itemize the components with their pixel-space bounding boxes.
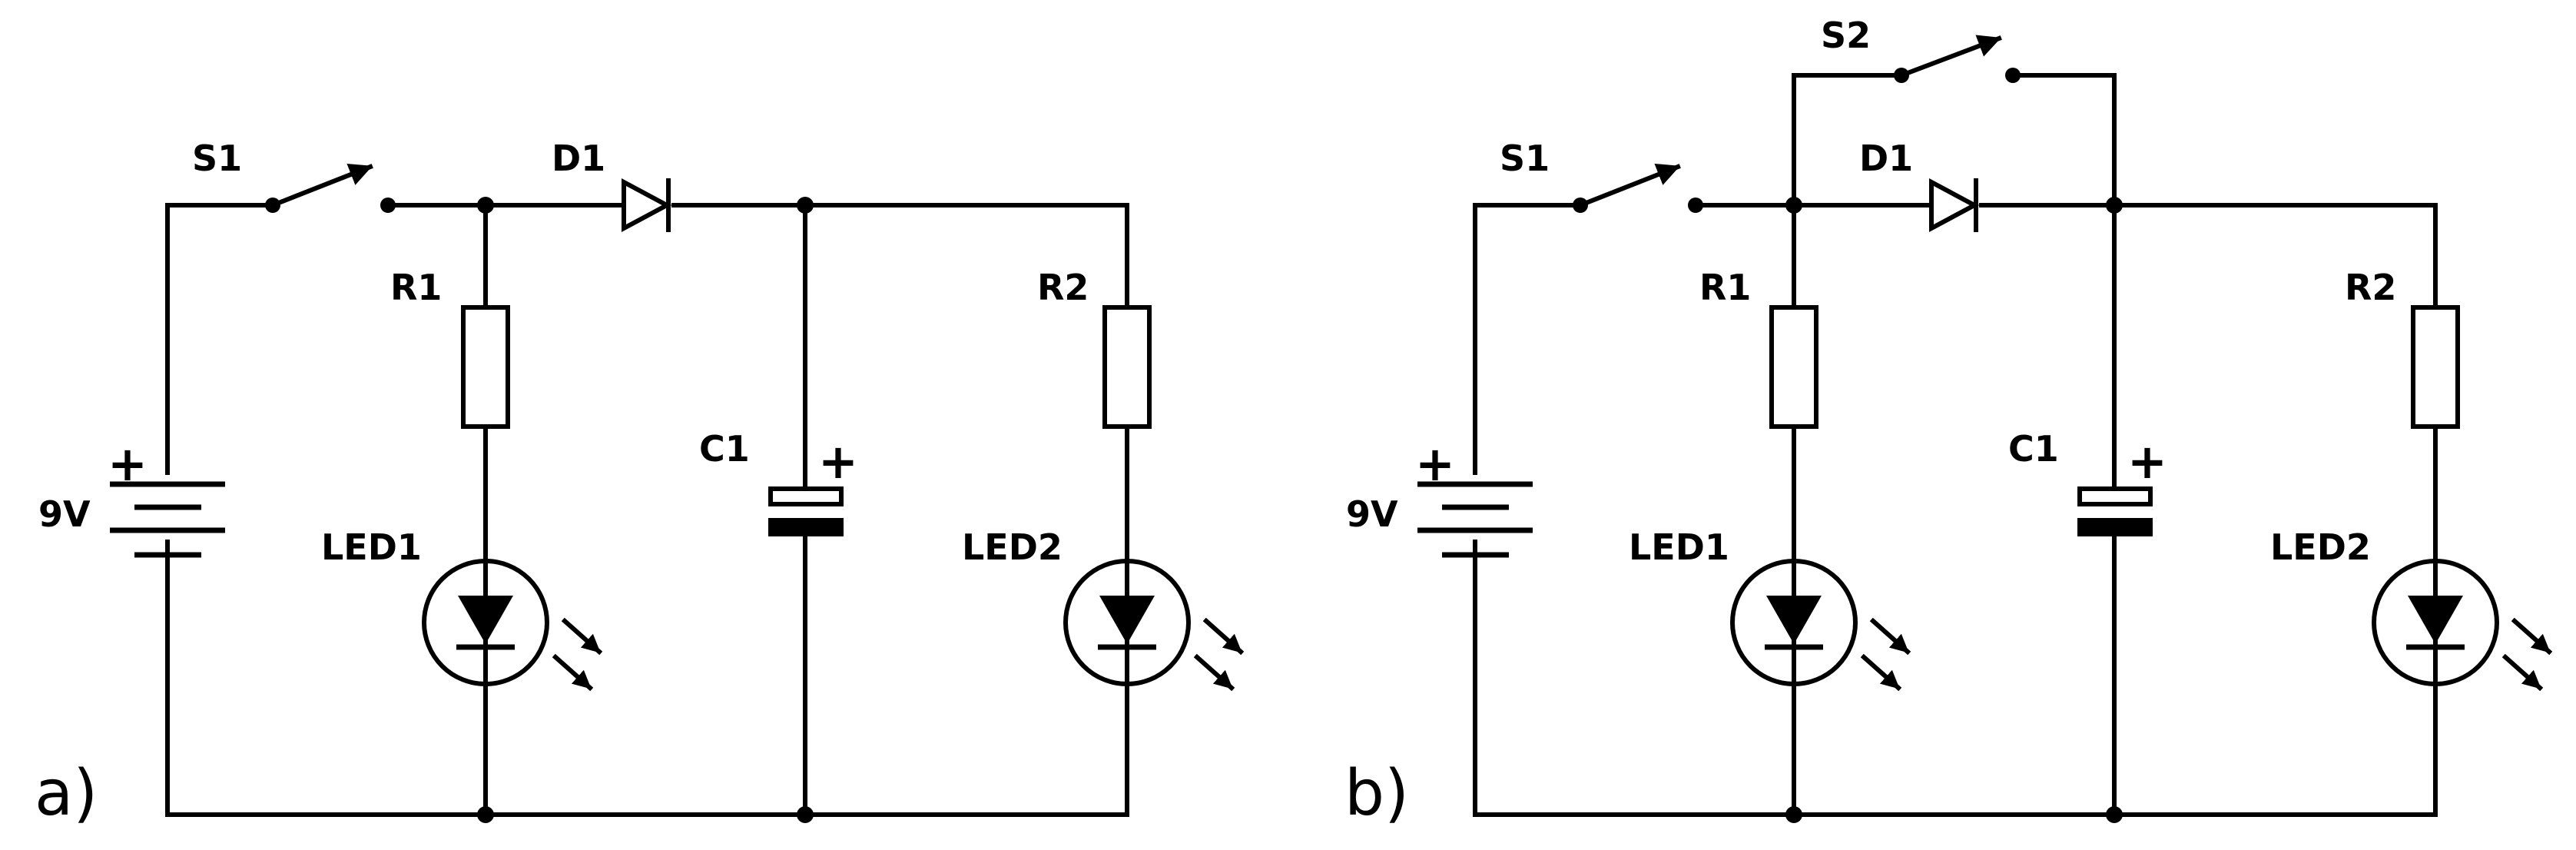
panel-b-capacitor-c1: [2077, 486, 2153, 536]
panel-b-label-s1: S1: [1500, 138, 1550, 179]
panel-a-resistor-r1: [461, 305, 510, 429]
panel-a-label-r1: R1: [390, 267, 442, 308]
panel-b-label-led2: LED2: [2270, 526, 2371, 568]
panel-b-battery: [1417, 481, 1533, 571]
panel-a-resistor-r2: [1102, 305, 1152, 429]
panel-b-junctions: [1785, 197, 2123, 823]
panel-a-label-battery: 9V: [38, 493, 91, 535]
panel-b-tag: b): [1344, 757, 1409, 830]
panel-a-capacitor-c1: [768, 486, 844, 536]
panel-a-label-c1: C1: [699, 428, 750, 470]
panel-b-wires: [1473, 73, 2438, 817]
panel-b-led1: [1730, 559, 1911, 692]
panel-a-led1: [422, 559, 603, 692]
panel-a: S1 D1 R1 R2 C1 + 9V + LED1 LED2 a): [35, 138, 1245, 830]
panel-a-diode-d1: [622, 178, 672, 233]
panel-b-switch-s1: [1573, 163, 1703, 213]
panel-a-label-led2: LED2: [962, 526, 1063, 568]
panel-b-resistor-r2: [2411, 305, 2460, 429]
panel-a-led2: [1063, 559, 1245, 692]
panel-b-label-r1: R1: [1699, 267, 1751, 308]
panel-b: S1 S2 D1 R1 R2 C1 + 9V + LED1 LED2 b): [1344, 15, 2553, 830]
panel-a-capacitor-plus: +: [818, 433, 858, 490]
panel-a-label-s1: S1: [192, 138, 242, 179]
panel-b-resistor-r1: [1769, 305, 1818, 429]
panel-b-label-led1: LED1: [1629, 526, 1729, 568]
panel-b-label-d1: D1: [1859, 138, 1913, 179]
panel-a-junctions: [477, 197, 814, 823]
panel-b-led2: [2372, 559, 2553, 692]
panel-b-capacitor-plus: +: [2127, 433, 2167, 490]
panel-a-tag: a): [35, 757, 98, 830]
panel-a-battery-plus: +: [108, 436, 148, 492]
panel-a-switch-s1: [265, 163, 396, 213]
panel-a-battery: [110, 481, 225, 571]
panel-b-battery-plus: +: [1415, 436, 1455, 492]
panel-b-label-r2: R2: [2345, 267, 2396, 308]
panel-a-label-r2: R2: [1037, 267, 1089, 308]
panel-b-label-c1: C1: [2008, 428, 2059, 470]
panel-b-label-battery: 9V: [1346, 493, 1398, 535]
panel-b-diode-d1: [1929, 178, 1980, 233]
panel-a-label-led1: LED1: [321, 526, 422, 568]
panel-a-wires: [165, 203, 1129, 817]
panel-a-label-d1: D1: [552, 138, 605, 179]
panel-b-switch-s2: [1894, 35, 2021, 83]
panel-b-label-s2: S2: [1821, 15, 1871, 56]
